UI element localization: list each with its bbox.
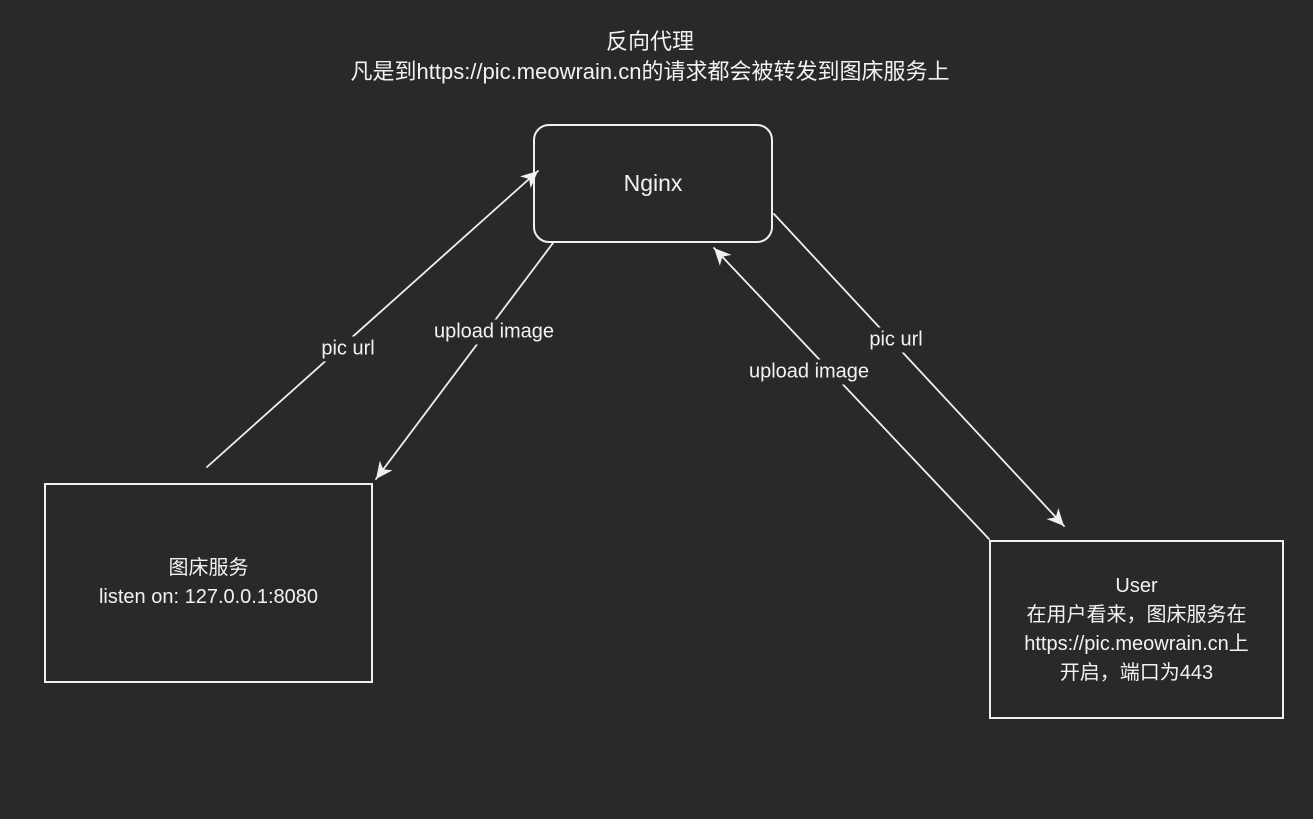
diagram-title-line1: 反向代理 — [605, 29, 694, 54]
user-node: User 在用户看来，图床服务在 https://pic.meowrain.cn… — [989, 540, 1284, 719]
user-node-title: User — [1115, 574, 1158, 597]
diagram-title-line2: 凡是到https://pic.meowrain.cn的请求都会被转发到图床服务上 — [350, 59, 950, 84]
arrow-pic-url-right — [773, 213, 1065, 527]
image-service-listen-address: listen on: 127.0.0.1:8080 — [98, 586, 319, 608]
edge-label-upload-image-left: upload image — [428, 319, 560, 345]
arrow-pic-url-left — [206, 170, 539, 468]
edge-label-pic-url-left: pic url — [316, 336, 380, 362]
image-service-node: 图床服务 listen on: 127.0.0.1:8080 — [44, 483, 373, 683]
diagram-title: 反向代理 凡是到https://pic.meowrain.cn的请求都会被转发到… — [0, 27, 1300, 87]
edge-label-upload-image-right: upload image — [743, 359, 875, 385]
edge-label-pic-url-right: pic url — [864, 327, 928, 353]
image-service-title: 图床服务 — [168, 557, 249, 579]
user-node-line2: 在用户看来，图床服务在 — [1026, 603, 1247, 626]
nginx-node-label: Nginx — [623, 170, 683, 196]
user-node-line4: 开启，端口为443 — [1059, 661, 1214, 684]
arrow-upload-image-right — [713, 247, 990, 540]
arrow-upload-image-left — [375, 242, 554, 480]
nginx-node: Nginx — [533, 124, 773, 243]
user-node-line3: https://pic.meowrain.cn上 — [1024, 632, 1249, 655]
